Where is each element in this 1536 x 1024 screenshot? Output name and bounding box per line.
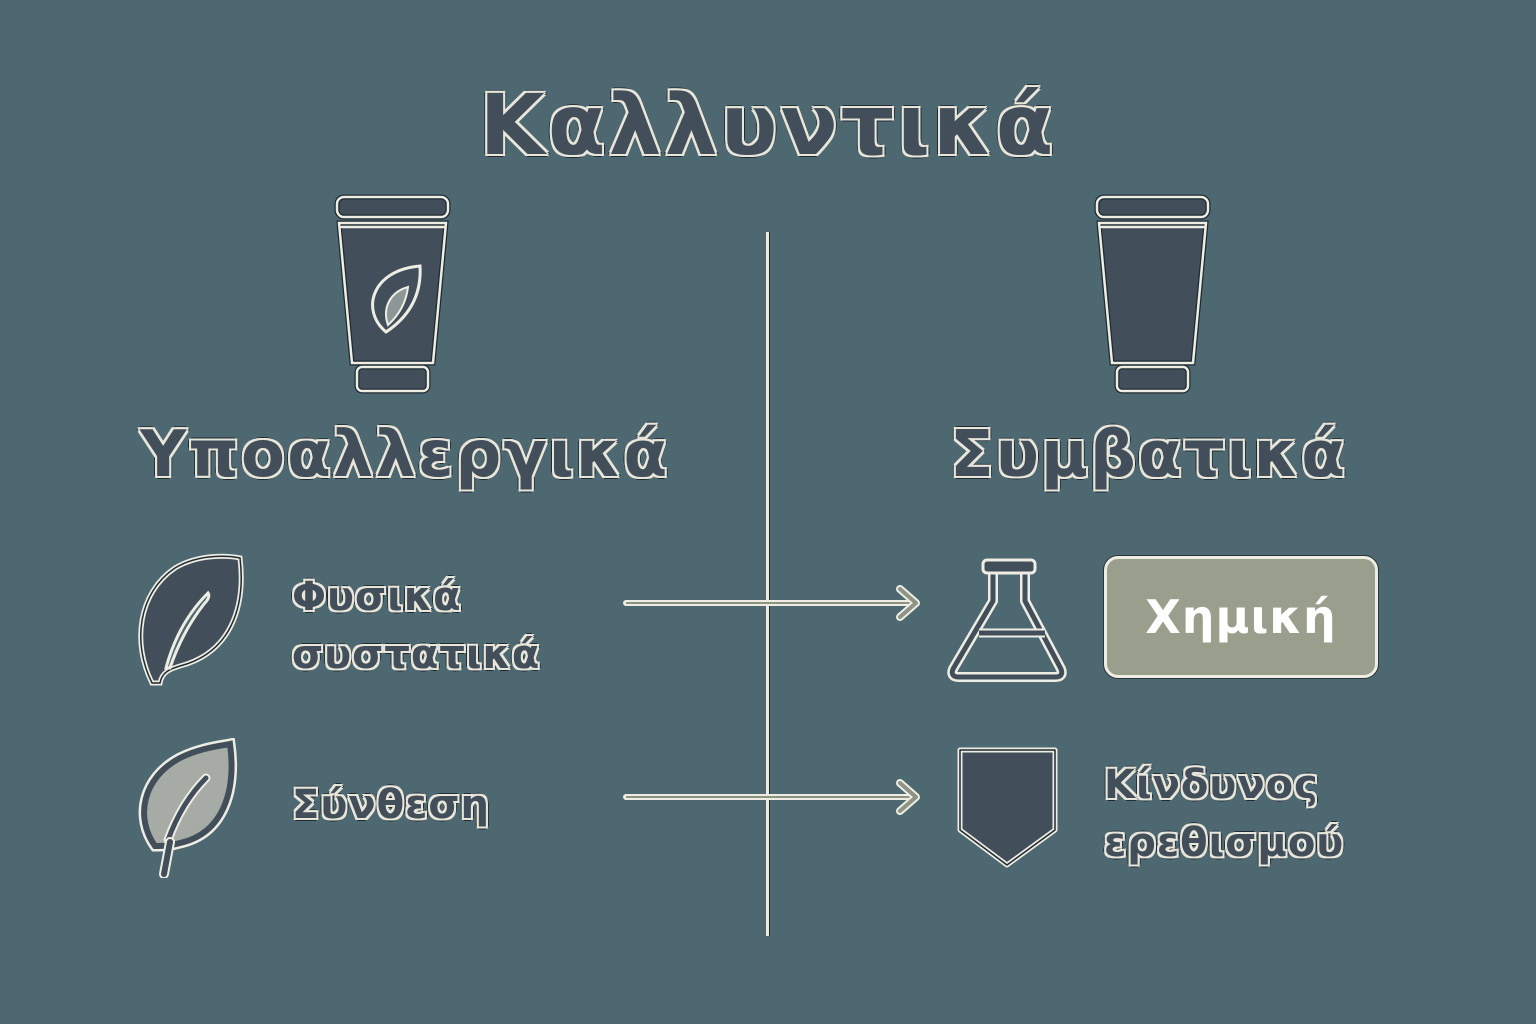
center-divider (766, 232, 769, 936)
natural-ingredients-label: Φυσικά συστατικά (292, 568, 540, 684)
heading-conventional: Συμβατικά (950, 418, 1348, 492)
irritation-risk-line2: ερεθισμού (1104, 820, 1345, 866)
arrow-right-icon (623, 585, 920, 621)
composition-label: Σύνθεση (292, 782, 490, 828)
shield-icon (957, 747, 1058, 868)
cream-tube-with-leaf-icon (334, 194, 451, 394)
natural-ingredients-line1: Φυσικά (292, 574, 462, 620)
leaf-outline-icon (138, 738, 238, 878)
irritation-risk-line1: Κίνδυνος (1104, 762, 1319, 808)
diagram-title: Καλλυντικά (479, 76, 1057, 174)
flask-icon (947, 558, 1067, 682)
natural-ingredients-line2: συστατικά (292, 632, 541, 678)
chemical-badge-label: Χημική (1145, 590, 1337, 644)
chemical-badge: Χημική (1104, 556, 1378, 678)
arrow-right-icon (623, 779, 920, 815)
heading-hypoallergenic: Υποαλλεργικά (140, 418, 670, 492)
irritation-risk-label: Κίνδυνος ερεθισμού (1104, 756, 1344, 872)
leaf-solid-icon (138, 553, 244, 686)
cream-tube-icon (1094, 194, 1211, 394)
